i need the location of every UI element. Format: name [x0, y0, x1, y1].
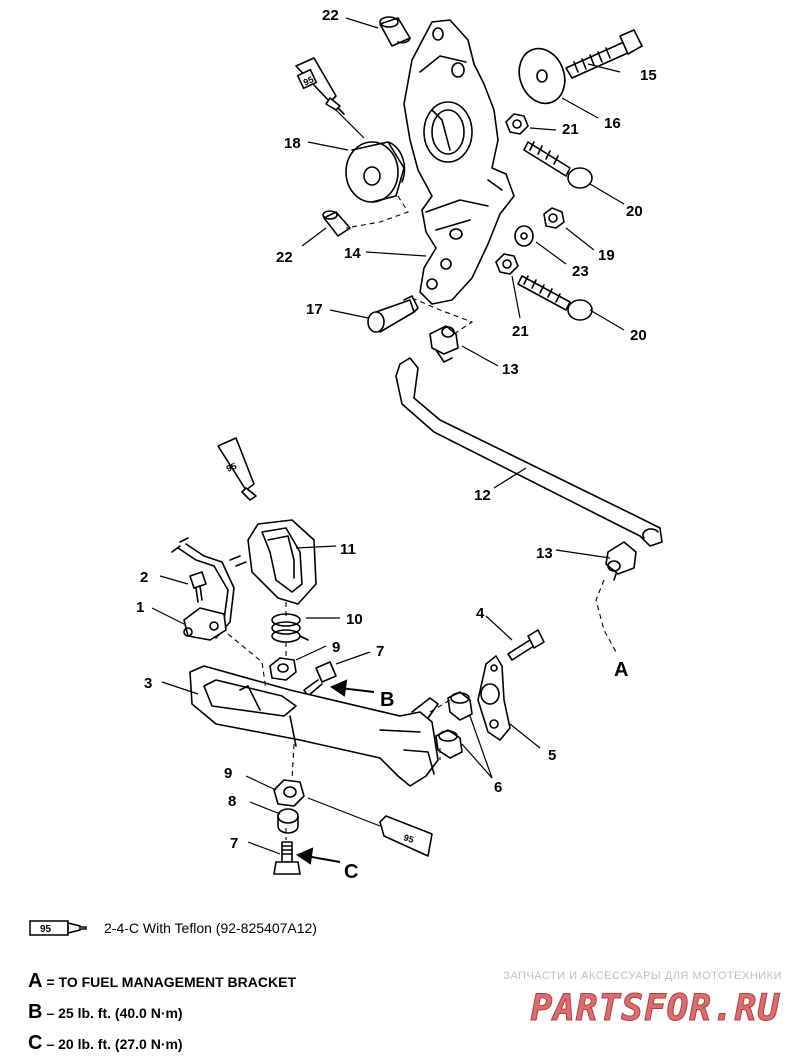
callout-21-lower: 21	[512, 323, 529, 340]
part-95-tube-mid	[217, 437, 257, 501]
part-95-tube-bottom	[379, 815, 433, 857]
tube-labels: 95 95 95	[225, 74, 415, 845]
callout-11: 11	[340, 541, 356, 558]
callout-7-upper: 7	[376, 643, 384, 660]
note-b-key: B	[28, 1001, 43, 1023]
callout-13-upper: 13	[502, 361, 519, 378]
callout-2: 2	[140, 569, 148, 586]
watermark-tagline: ЗАПЧАСТИ И АКСЕССУАРЫ ДЛЯ МОТОТЕХНИКИ	[503, 970, 782, 982]
note-c-text: – 20 lb. ft. (27.0 N·m)	[46, 1036, 183, 1052]
tube-label-mid: 95	[225, 461, 238, 474]
part-11-shield	[247, 519, 317, 605]
part-20-screw-lower	[517, 275, 593, 321]
tube-label-top: 95	[302, 74, 315, 87]
note-b: B– 25 lb. ft. (40.0 N·m)	[28, 1001, 183, 1024]
callout-6: 6	[494, 779, 502, 796]
part-95-tube-top	[295, 57, 345, 115]
legend-tube-row: 95 2-4-C With Teflon (92-825407A12)	[28, 917, 317, 939]
callout-20-lower: 20	[630, 327, 647, 344]
tube-icon: 95	[29, 920, 87, 936]
part-17-pin	[367, 295, 419, 333]
callout-17: 17	[306, 301, 323, 318]
part-23-washer	[514, 225, 534, 247]
callout-13-lower: 13	[536, 545, 553, 562]
callout-8: 8	[228, 793, 236, 810]
callout-7-lower: 7	[230, 835, 238, 852]
letter-b: B	[380, 689, 394, 711]
callout-12: 12	[474, 487, 491, 504]
part-2-screw	[189, 571, 207, 603]
part-20-screw-top	[523, 141, 593, 189]
part-12-link-rod	[395, 357, 663, 547]
part-21-nut-lower	[495, 253, 519, 275]
callout-19: 19	[598, 247, 615, 264]
note-c-key: C	[28, 1032, 43, 1054]
part-18-mount-bushing	[345, 141, 406, 203]
watermark: ЗАПЧАСТИ И АКСЕССУАРЫ ДЛЯ МОТОТЕХНИКИ PA…	[482, 970, 782, 1033]
callout-10: 10	[346, 611, 363, 628]
callout-16: 16	[604, 115, 621, 132]
callout-21-top: 21	[562, 121, 579, 138]
part-1-sensor	[183, 607, 227, 641]
callout-1: 1	[136, 599, 144, 616]
callout-3: 3	[144, 675, 152, 692]
part-10-spring	[271, 613, 309, 643]
part-19-nut	[543, 207, 565, 229]
part-3-mounting-bracket	[189, 665, 439, 787]
legend-tube-code: 95	[40, 924, 52, 935]
callout-9-upper: 9	[332, 639, 340, 656]
callout-20-top: 20	[626, 203, 643, 220]
note-a-key: A	[28, 970, 43, 992]
callout-15: 15	[640, 67, 657, 84]
callout-22-top: 22	[322, 7, 339, 24]
part-13-ball-joint-upper	[429, 325, 459, 363]
part-6-bushings	[435, 691, 473, 759]
callout-22-lower: 22	[276, 249, 293, 266]
part-21-nut-top	[505, 113, 529, 135]
callout-18: 18	[284, 135, 301, 152]
callout-23: 23	[572, 263, 589, 280]
part-13-ball-joint-lower	[605, 541, 637, 581]
part-15-bolt	[565, 29, 643, 79]
letter-c: C	[344, 861, 358, 883]
callout-14: 14	[344, 245, 361, 262]
watermark-logo-text: PARTSFOR.RU	[531, 988, 781, 1028]
tube-label-bottom: 95	[402, 832, 415, 845]
part-7-bolt-upper	[303, 661, 337, 697]
part-9-nut-upper	[269, 657, 297, 681]
part-4-screw	[507, 629, 545, 661]
part-9-nut-lower	[273, 779, 305, 807]
watermark-logo: PARTSFOR.RU	[530, 988, 781, 1030]
callout-labels: 22 18 22 14 17 15 16 21 20 19 23 21 20 1…	[136, 7, 657, 883]
torque-arrows	[295, 679, 375, 865]
legend-tube-text: 2-4-C With Teflon (92-825407A12)	[104, 920, 317, 936]
part-8-washer	[277, 808, 299, 834]
note-c: C– 20 lb. ft. (27.0 N·m)	[28, 1032, 183, 1055]
part-7-bolt-lower	[273, 841, 301, 875]
note-a-text: = TO FUEL MANAGEMENT BRACKET	[46, 974, 296, 990]
leader-lines	[151, 17, 625, 855]
part-5-bracket	[477, 655, 511, 741]
callout-4: 4	[476, 605, 485, 622]
alignment-lines	[227, 195, 617, 840]
part-22-bushing-lower	[322, 210, 351, 237]
callout-5: 5	[548, 747, 556, 764]
part-22-bushing-top	[379, 16, 411, 47]
callout-9-lower: 9	[224, 765, 232, 782]
letter-a: A	[614, 659, 628, 681]
part-14-steering-bracket	[403, 19, 515, 305]
part-16-washer	[518, 47, 566, 105]
note-a: A= TO FUEL MANAGEMENT BRACKET	[28, 970, 296, 993]
note-b-text: – 25 lb. ft. (40.0 N·m)	[46, 1005, 183, 1021]
